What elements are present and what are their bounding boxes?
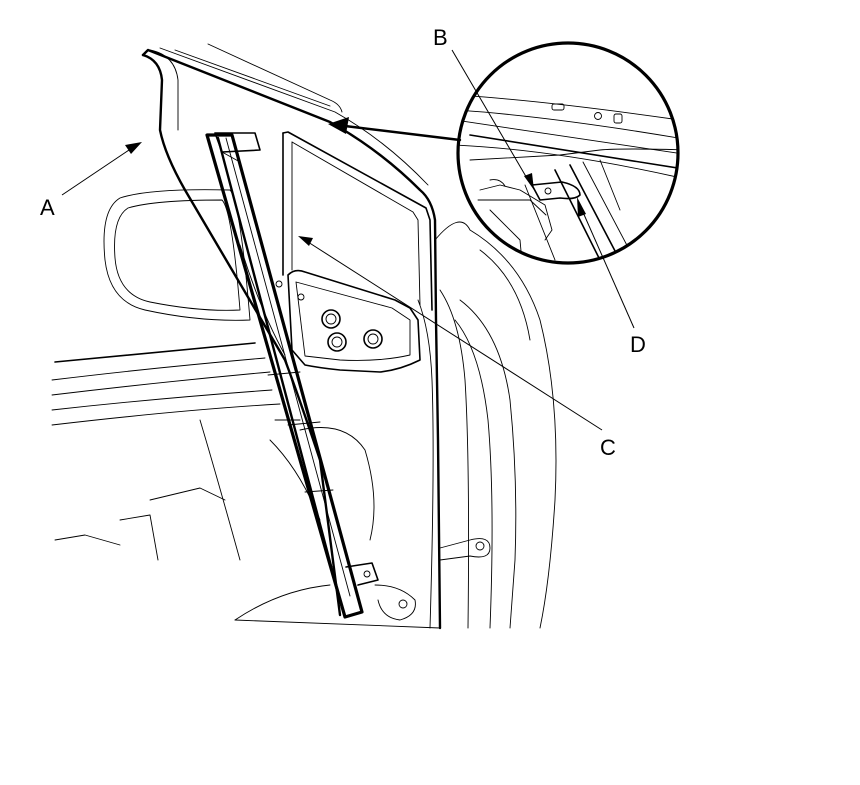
callout-d: D <box>577 197 646 357</box>
bolt-lower-left <box>327 332 347 352</box>
callout-c-label: C <box>600 435 616 460</box>
bolt-upper <box>321 309 341 329</box>
door-panel-outline <box>51 189 557 629</box>
callout-a-label: A <box>40 195 55 220</box>
callout-b-label: B <box>433 25 448 50</box>
detail-pointer-arrow <box>328 117 462 142</box>
mounting-bolts <box>321 309 383 352</box>
callout-b: B <box>433 25 534 190</box>
callout-a: A <box>40 142 142 220</box>
center-channel <box>205 132 379 619</box>
callout-c: C <box>298 236 616 460</box>
bolt-lower-right <box>363 329 383 349</box>
zoom-detail-circle <box>456 41 680 265</box>
callout-d-label: D <box>630 332 646 357</box>
